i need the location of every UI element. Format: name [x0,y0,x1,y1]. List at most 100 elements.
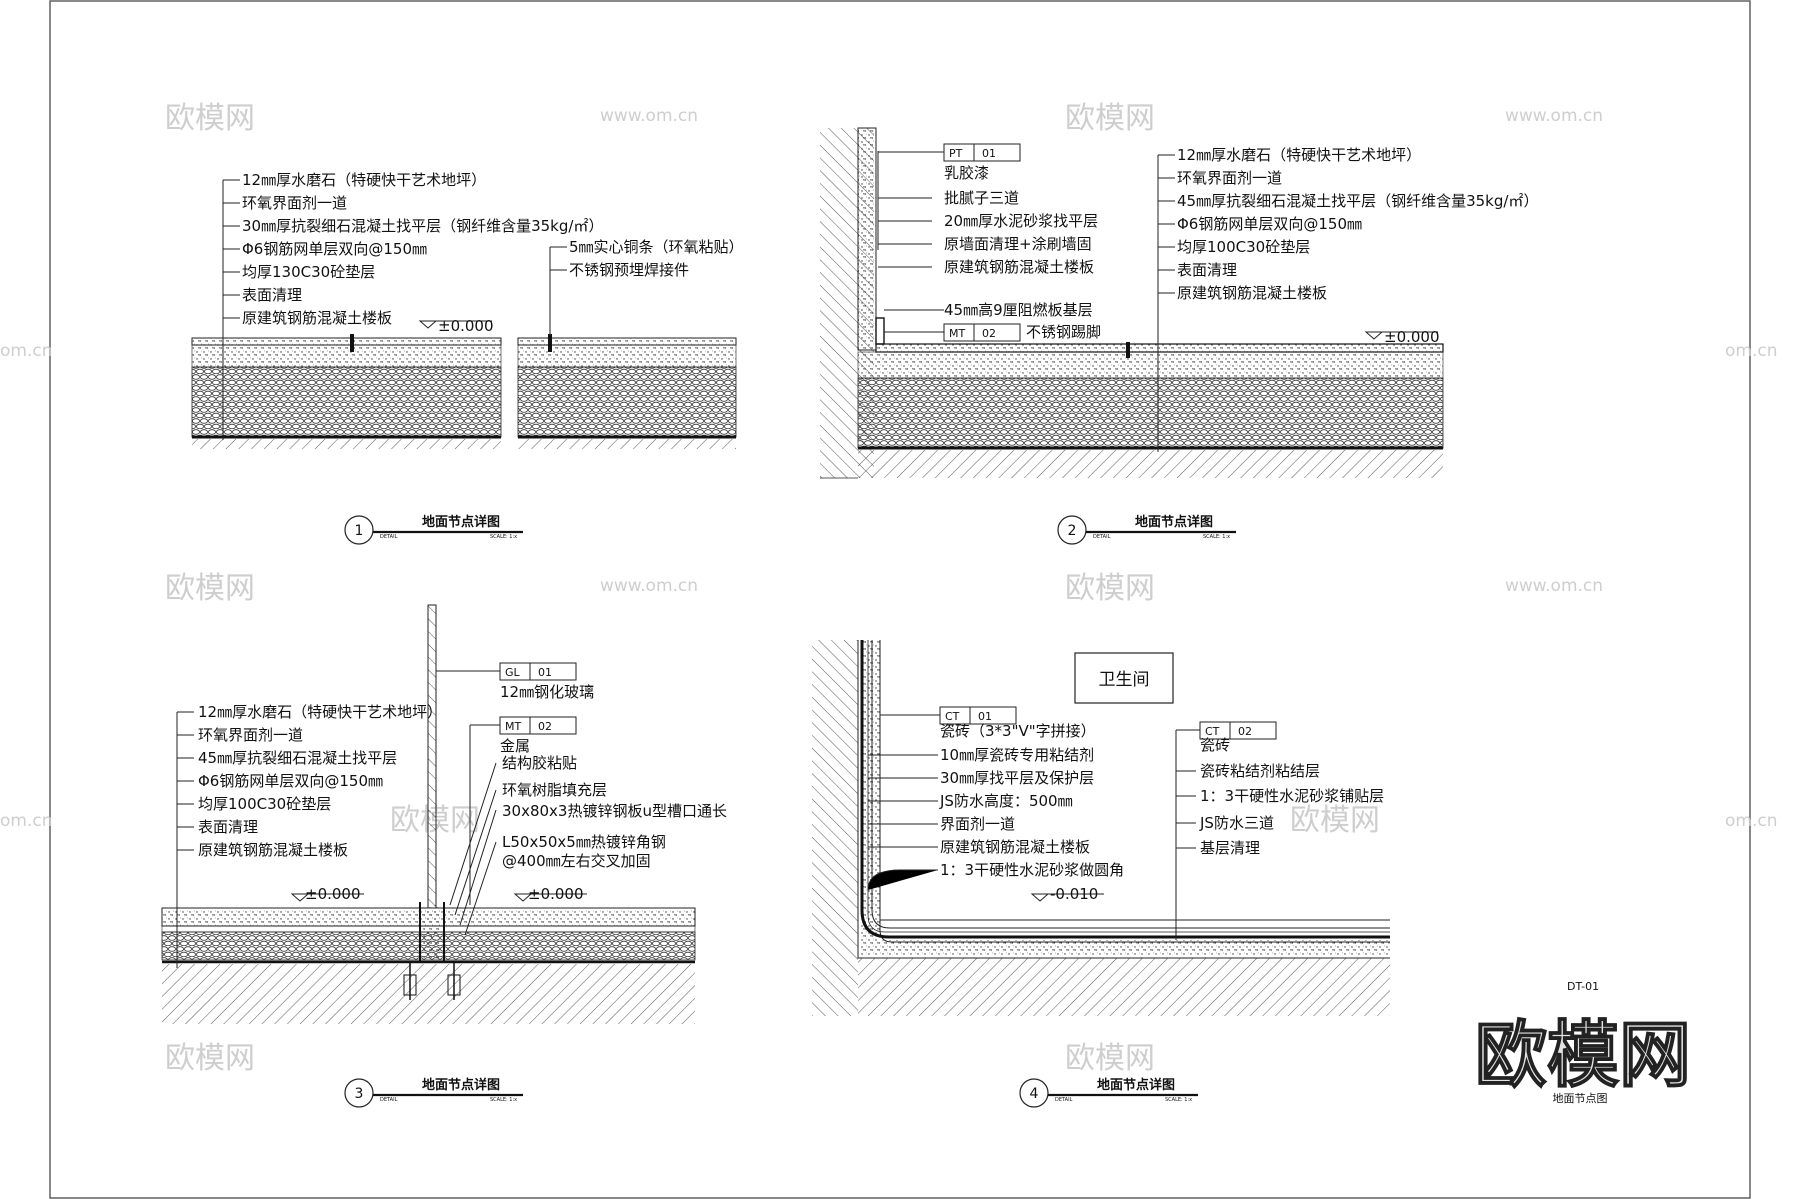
detail-title: 地面节点详图 [1135,514,1213,530]
layer-label: 20㎜厚水泥砂浆找平层 [944,212,1098,230]
detail-number-bubble [1019,1078,1049,1108]
tag-name: 不锈钢踢脚 [1026,323,1101,341]
layer-label: 表面清理 [198,818,258,836]
detail-title-block: 2 地面节点详图 DETAIL SCALE: 1:x [1057,514,1236,545]
watermark-url-edge: om.cn [1725,811,1778,831]
layer-label: 环氧界面剂一道 [1177,169,1282,187]
watermark-text: 欧模网 [165,101,255,136]
material-tag: PT 01 [943,143,1021,162]
note-label: 结构胶粘贴 [502,754,577,772]
layer-label: JS防水高度：500㎜ [939,792,1073,810]
scale-note: SCALE: 1:x [490,534,517,540]
tag-name: 瓷砖（3*3"V"字拼接） [940,722,1096,740]
tag-name: 金属 [500,737,530,755]
level-value: ±0.000 [1384,328,1440,346]
tag-number: 02 [538,720,552,733]
level-mark: ±0.000 [418,317,494,335]
detail-3: 12㎜厚水磨石（特硬快干艺术地坪） 环氧界面剂一道 45㎜厚抗裂细石混凝土找平层… [161,604,727,1108]
layer-label: 原建筑钢筋混凝土楼板 [198,841,348,859]
floor-section [812,640,1390,1016]
layer-label: 1：3干硬性水泥砂浆做圆角 [940,861,1124,879]
layer-label: JS防水三道 [1199,814,1274,832]
detail-title: 地面节点详图 [1097,1077,1175,1093]
layer-label: 10㎜厚瓷砖专用粘结剂 [940,746,1094,764]
tag-code: CT [1205,725,1220,738]
layer-label: 12㎜厚水磨石（特硬快干艺术地坪） [198,703,442,721]
note-label: 环氧树脂填充层 [502,781,607,799]
detail-subnote: DETAIL [1055,1097,1073,1103]
layer-label: 表面清理 [242,286,302,304]
sheet-code: DT-01 [1567,980,1599,993]
watermark-url: www.om.cn [1505,106,1603,126]
detail-title-block: 1 地面节点详图 DETAIL SCALE: 1:x [344,514,523,545]
layer-label: 30㎜厚抗裂细石混凝土找平层（钢纤维含量35kg/㎡） [242,217,603,235]
layer-label: 界面剂一道 [940,815,1015,833]
detail-2: PT 01 乳胶漆 批腻子三道 20㎜厚水泥砂浆找平层 原墙面清理+涂刷墙固 原… [820,127,1538,545]
layer-label: 原建筑钢筋混凝土楼板 [940,838,1090,856]
layer-label: 批腻子三道 [944,189,1019,207]
note-label: 45㎜高9厘阻燃板基层 [944,301,1093,319]
detail-number: 4 [1030,1086,1039,1102]
layer-label: 环氧界面剂一道 [198,726,303,744]
detail-number-bubble [344,515,374,545]
detail-title: 地面节点详图 [422,1077,500,1093]
level-mark: -0.010 [1030,885,1104,903]
layer-label: 瓷砖粘结剂粘结层 [1200,762,1320,780]
layer-label: 表面清理 [1177,261,1237,279]
detail-number: 3 [355,1086,364,1102]
note-label: @400㎜左右交叉加固 [502,852,651,870]
detail-subnote: DETAIL [380,534,398,540]
detail-subnote: DETAIL [380,1097,398,1103]
material-tag: CT 01 [939,706,1017,725]
layer-label: 1：3干硬性水泥砂浆铺贴层 [1200,787,1384,805]
scale-note: SCALE: 1:x [1165,1097,1192,1103]
watermark-text: 欧模网 [1290,803,1380,838]
watermark-url: www.om.cn [1505,576,1603,596]
tag-number: 01 [978,710,992,723]
room-label-box: 卫生间 [1074,652,1174,704]
note-label: 5㎜实心铜条（环氧粘贴） [569,238,744,256]
detail-title: 地面节点详图 [422,514,500,530]
watermark-url-edge: om.cn [0,811,53,831]
room-label: 卫生间 [1099,670,1150,690]
layer-label: 45㎜厚抗裂细石混凝土找平层（钢纤维含量35kg/㎡） [1177,192,1538,210]
tag-code: MT [505,720,521,733]
level-mark: ±0.000 [513,885,587,903]
watermark-text: 欧模网 [165,571,255,606]
detail-title-block: 4 地面节点详图 DETAIL SCALE: 1:x [1019,1077,1198,1108]
sheet-border [49,0,1751,1199]
layer-label: 原建筑钢筋混凝土楼板 [944,258,1094,276]
tag-number: 01 [538,666,552,679]
tag-code: PT [949,147,963,160]
detail-title-block: 3 地面节点详图 DETAIL SCALE: 1:x [344,1077,523,1108]
scale-note: SCALE: 1:x [1203,534,1230,540]
level-value: ±0.000 [438,317,494,335]
tag-name: 瓷砖 [1200,736,1230,754]
watermark-text: 欧模网 [1065,1041,1155,1076]
level-value: ±0.000 [305,885,361,903]
copper-strip [1126,342,1130,358]
glass-panel [427,604,437,909]
detail-number: 2 [1068,523,1077,539]
floor-section [161,604,696,1024]
watermark-layer: 欧模网 www.om.cn 欧模网 www.om.cn 欧模网 www.om.c… [0,101,1778,1076]
note-label: 30x80x3热镀锌钢板u型槽口通长 [502,802,727,820]
watermark-text: 欧模网 [1065,101,1155,136]
copper-strip [548,334,552,352]
watermark-url: www.om.cn [600,576,698,596]
tag-code: GL [505,666,521,679]
detail-4: 卫生间 CT 01 瓷砖（3*3"V"字拼接） 10㎜厚瓷砖专用粘结剂 30㎜厚… [812,640,1390,1108]
note-label: 不锈钢预埋焊接件 [569,261,689,279]
detail-1: 12㎜厚水磨石（特硬快干艺术地坪） 环氧界面剂一道 30㎜厚抗裂细石混凝土找平层… [191,171,744,545]
sheet-title: 地面节点图 [1553,1092,1608,1105]
floor-section [191,334,737,449]
detail-subnote: DETAIL [1093,534,1111,540]
watermark-url-edge: om.cn [1725,341,1778,361]
tag-name: 乳胶漆 [944,164,989,182]
level-value: -0.010 [1050,885,1098,903]
brand-watermark: 欧模网 [1475,1013,1691,1097]
floor-section [820,127,1444,479]
material-tag: CT 02 [1199,721,1277,740]
watermark-url: www.om.cn [600,106,698,126]
